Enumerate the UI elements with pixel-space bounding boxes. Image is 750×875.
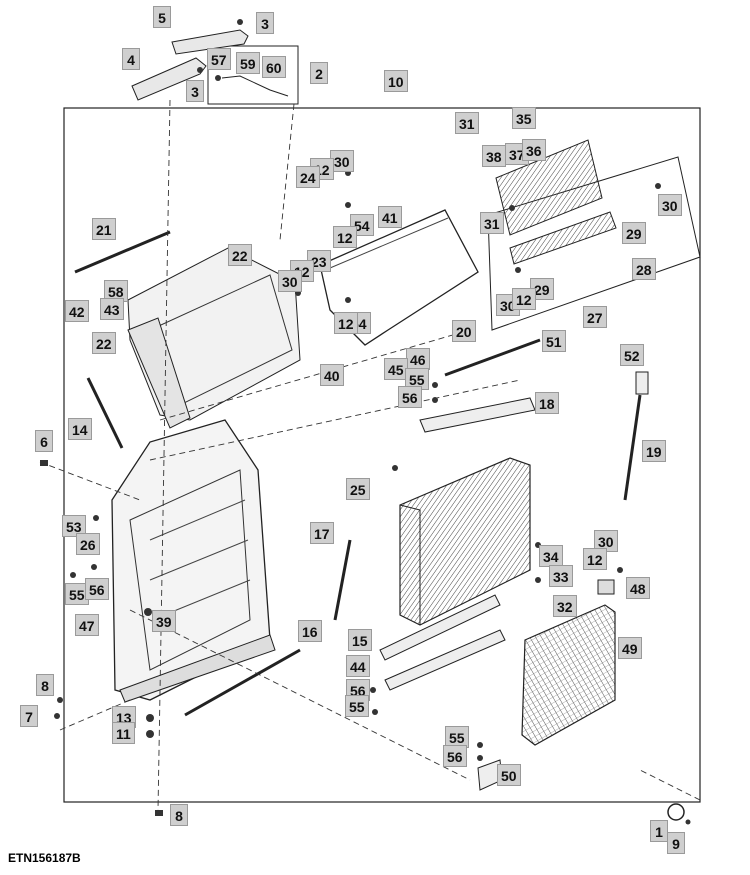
callout: 57 <box>207 48 231 70</box>
callout: 11 <box>112 722 135 744</box>
callout: 56 <box>443 745 467 767</box>
callout: 45 <box>384 358 408 380</box>
callout: 33 <box>549 565 573 587</box>
callout: 8 <box>36 674 54 696</box>
seal-16 <box>184 648 301 717</box>
callout: 35 <box>512 107 536 129</box>
callout: 55 <box>445 726 469 748</box>
callout: 31 <box>480 212 504 234</box>
seal-20 <box>444 338 541 377</box>
callout: 48 <box>626 577 650 599</box>
callout: 56 <box>398 386 422 408</box>
radiator-core <box>399 457 531 626</box>
callout: 42 <box>65 300 89 322</box>
callout: 3 <box>186 80 204 102</box>
cooler-frame <box>319 209 479 346</box>
callout: 60 <box>262 56 286 78</box>
condenser-kit-box <box>487 156 701 331</box>
callout: 32 <box>553 595 577 617</box>
callout: 27 <box>583 306 607 328</box>
seal-21 <box>74 230 171 274</box>
callout: 59 <box>236 52 260 74</box>
callout: 40 <box>320 364 344 386</box>
callout: 53 <box>62 515 86 537</box>
callout: 41 <box>378 206 402 228</box>
callout: 39 <box>152 610 176 632</box>
callout: 17 <box>310 522 334 544</box>
callout: 36 <box>522 139 546 161</box>
callout: 49 <box>618 637 642 659</box>
callout: 46 <box>406 348 430 370</box>
callout: 15 <box>348 629 372 651</box>
callout: 51 <box>542 330 566 352</box>
callout: 22 <box>92 332 116 354</box>
callout: 24 <box>296 166 320 188</box>
callout: 5 <box>153 6 171 28</box>
callout: 22 <box>228 244 252 266</box>
seal-19 <box>623 394 642 501</box>
callout: 52 <box>620 344 644 366</box>
sensor-wire <box>221 75 289 97</box>
callout: 38 <box>482 145 506 167</box>
callout: 8 <box>170 804 188 826</box>
callout: 34 <box>539 545 563 567</box>
callout: 7 <box>20 705 38 727</box>
callout: 1 <box>650 820 668 842</box>
assembly-frame <box>63 107 701 803</box>
callout: 12 <box>310 158 334 180</box>
callout: 25 <box>346 478 370 500</box>
callout: 30 <box>278 270 302 292</box>
callout: 21 <box>92 218 116 240</box>
callout: 12 <box>334 312 358 334</box>
callout: 18 <box>535 392 559 414</box>
callout: 19 <box>642 440 666 462</box>
charge-air-cooler <box>521 604 616 746</box>
callout: 12 <box>512 288 536 310</box>
callout: 30 <box>658 194 682 216</box>
callout: 12 <box>333 226 357 248</box>
shroud-part-5 <box>171 29 249 55</box>
seal-17 <box>333 539 352 621</box>
callout: 55 <box>345 695 369 717</box>
callout: 43 <box>100 298 124 320</box>
callout: 14 <box>68 418 92 440</box>
kit-box <box>207 45 299 105</box>
callout: 6 <box>35 430 53 452</box>
callout: 50 <box>497 764 521 786</box>
seal-14 <box>86 377 124 449</box>
callout: 29 <box>622 222 646 244</box>
callout: 28 <box>632 258 656 280</box>
callout: 26 <box>76 533 100 555</box>
condenser <box>495 139 603 236</box>
callout: 44 <box>346 655 370 677</box>
callout: 12 <box>583 548 607 570</box>
bracket-48 <box>597 579 615 595</box>
receiver-dryer <box>509 211 617 265</box>
callout: 9 <box>667 832 685 854</box>
callout: 56 <box>85 578 109 600</box>
callout: 10 <box>384 70 408 92</box>
callout: 31 <box>455 112 479 134</box>
bracket-52 <box>635 371 649 395</box>
callout: 4 <box>122 48 140 70</box>
figure-code: ETN156187B <box>8 851 81 865</box>
callout: 3 <box>256 12 274 34</box>
oring-1 <box>667 803 685 821</box>
callout: 2 <box>310 62 328 84</box>
callout: 16 <box>298 620 322 642</box>
callout: 47 <box>75 614 99 636</box>
callout: 20 <box>452 320 476 342</box>
callout: 55 <box>65 583 89 605</box>
